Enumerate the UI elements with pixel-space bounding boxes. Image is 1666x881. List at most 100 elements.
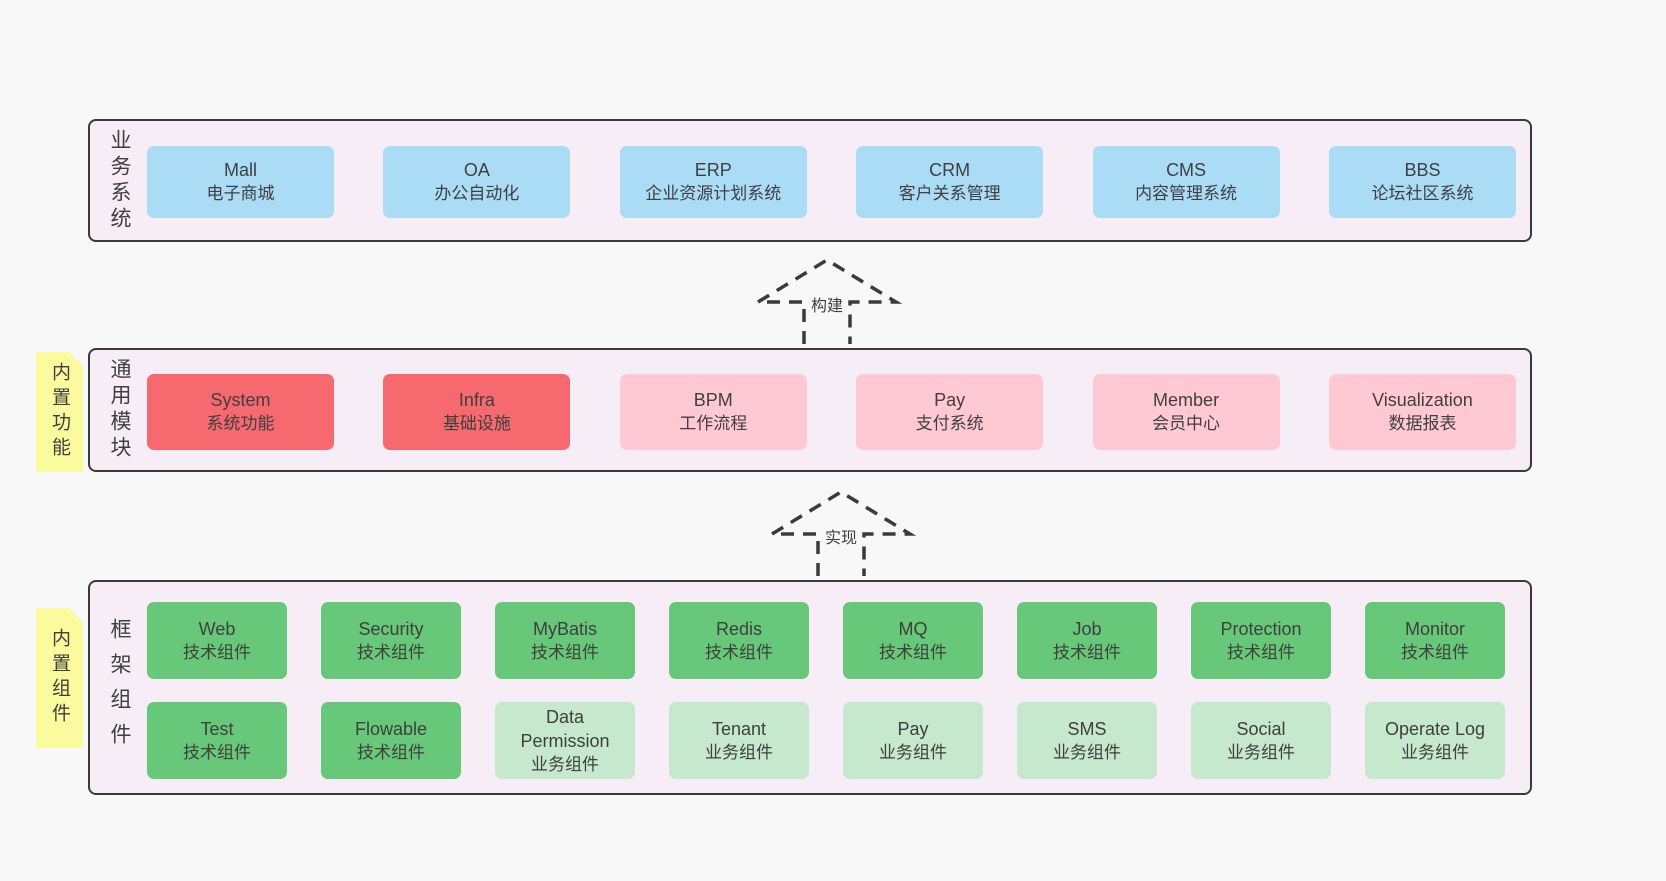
framework-components-layer: 框架组件 Web 技术组件 Security 技术组件 MyBatis 技术组件… xyxy=(88,580,1532,795)
box-name: Flowable xyxy=(354,718,428,739)
box-protection: Protection 技术组件 xyxy=(1191,602,1331,679)
business-systems-layer: 业务系统 Mall 电子商城 OA 办公自动化 ERP 企业资源计划系统 CRM… xyxy=(88,119,1532,242)
box-oa: OA 办公自动化 xyxy=(383,146,571,218)
box-name: Infra xyxy=(458,390,495,410)
box-job: Job 技术组件 xyxy=(1017,602,1157,679)
box-desc: 技术组件 xyxy=(531,642,599,662)
box-test: Test 技术组件 xyxy=(147,702,287,779)
box-operate-log: Operate Log 业务组件 xyxy=(1365,702,1505,779)
box-pay-module: Pay 支付系统 xyxy=(856,374,1044,450)
implement-arrow: 实现 xyxy=(766,486,916,576)
box-name: BPM xyxy=(693,390,733,410)
framework-components-row1: Web 技术组件 Security 技术组件 MyBatis 技术组件 Redi… xyxy=(147,602,1505,679)
box-cms: CMS 内容管理系统 xyxy=(1092,146,1280,218)
box-desc: 技术组件 xyxy=(1227,642,1295,662)
box-pay-component: Pay 业务组件 xyxy=(843,702,983,779)
box-desc: 技术组件 xyxy=(879,642,947,662)
built-in-components-sticky: 内置组件 xyxy=(36,608,83,748)
box-name: Monitor xyxy=(1404,618,1466,639)
box-desc: 技术组件 xyxy=(1053,642,1121,662)
box-name: OA xyxy=(463,160,490,180)
box-desc: 工作流程 xyxy=(679,414,748,433)
box-mall: Mall 电子商城 xyxy=(147,146,334,218)
common-modules-row: System 系统功能 Infra 基础设施 BPM 工作流程 Pay 支付系统… xyxy=(147,374,1516,450)
box-desc: 企业资源计划系统 xyxy=(645,184,782,203)
common-modules-label: 通用模块 xyxy=(108,358,131,462)
box-desc: 业务组件 xyxy=(531,754,599,774)
box-desc: 业务组件 xyxy=(705,742,773,762)
box-desc: 电子商城 xyxy=(206,184,275,203)
dashed-up-arrow-icon xyxy=(752,257,902,344)
box-name: Job xyxy=(1072,618,1102,639)
built-in-features-sticky: 内置功能 xyxy=(36,352,83,472)
box-name: Operate Log xyxy=(1384,718,1486,739)
box-member: Member 会员中心 xyxy=(1092,374,1280,450)
box-mq: MQ 技术组件 xyxy=(843,602,983,679)
implement-arrow-label: 实现 xyxy=(821,522,861,549)
box-name: Protection xyxy=(1220,618,1302,639)
build-arrow: 构建 xyxy=(752,254,902,344)
box-name: Tenant xyxy=(711,718,767,739)
box-desc: 技术组件 xyxy=(1401,642,1469,662)
box-desc: 技术组件 xyxy=(183,742,251,762)
dashed-up-arrow-icon xyxy=(766,489,916,576)
box-erp: ERP 企业资源计划系统 xyxy=(619,146,807,218)
box-crm: CRM 客户关系管理 xyxy=(856,146,1044,218)
box-desc: 业务组件 xyxy=(879,742,947,762)
box-name: Mall xyxy=(223,160,257,180)
box-tenant: Tenant 业务组件 xyxy=(669,702,809,779)
framework-components-row2: Test 技术组件 Flowable 技术组件 Data Permission … xyxy=(147,702,1505,779)
box-security: Security 技术组件 xyxy=(321,602,461,679)
box-desc: 会员中心 xyxy=(1152,414,1221,433)
box-desc: 客户关系管理 xyxy=(898,184,1001,203)
business-systems-label: 业务系统 xyxy=(108,128,131,233)
box-name: Pay xyxy=(897,718,929,739)
box-infra: Infra 基础设施 xyxy=(383,374,571,450)
box-sms: SMS 业务组件 xyxy=(1017,702,1157,779)
box-bbs: BBS 论坛社区系统 xyxy=(1328,146,1516,218)
box-name: MyBatis xyxy=(532,618,597,639)
box-desc: 支付系统 xyxy=(915,414,984,433)
box-desc: 技术组件 xyxy=(357,642,425,662)
box-name: CRM xyxy=(929,160,971,180)
box-name: System xyxy=(210,390,271,410)
sticky-label: 内置组件 xyxy=(49,628,70,728)
box-desc: 业务组件 xyxy=(1053,742,1121,762)
box-name: Pay xyxy=(934,390,966,410)
box-desc: 办公自动化 xyxy=(434,184,520,203)
box-name: Data Permission xyxy=(520,706,610,751)
box-desc: 论坛社区系统 xyxy=(1371,184,1474,203)
build-arrow-label: 构建 xyxy=(807,290,847,317)
box-name: Test xyxy=(200,718,234,739)
box-social: Social 业务组件 xyxy=(1191,702,1331,779)
box-desc: 技术组件 xyxy=(183,642,251,662)
box-desc: 技术组件 xyxy=(357,742,425,762)
box-data-permission: Data Permission 业务组件 xyxy=(495,702,635,779)
box-name: Social xyxy=(1236,718,1286,739)
box-name: ERP xyxy=(694,160,732,180)
business-systems-row: Mall 电子商城 OA 办公自动化 ERP 企业资源计划系统 CRM 客户关系… xyxy=(147,146,1516,218)
box-visualization: Visualization 数据报表 xyxy=(1328,374,1516,450)
box-system: System 系统功能 xyxy=(147,374,334,450)
common-modules-layer: 通用模块 System 系统功能 Infra 基础设施 BPM 工作流程 Pay… xyxy=(88,348,1532,472)
box-mybatis: MyBatis 技术组件 xyxy=(495,602,635,679)
box-bpm: BPM 工作流程 xyxy=(619,374,807,450)
sticky-label: 内置功能 xyxy=(49,362,70,462)
box-name: Member xyxy=(1153,390,1220,410)
framework-components-label: 框架组件 xyxy=(108,617,131,758)
box-name: Security xyxy=(358,618,424,639)
box-desc: 基础设施 xyxy=(442,414,511,433)
box-name: Redis xyxy=(715,618,763,639)
box-redis: Redis 技术组件 xyxy=(669,602,809,679)
box-flowable: Flowable 技术组件 xyxy=(321,702,461,779)
box-name: MQ xyxy=(898,618,928,639)
box-name: BBS xyxy=(1404,160,1441,180)
box-monitor: Monitor 技术组件 xyxy=(1365,602,1505,679)
box-name: Web xyxy=(198,618,236,639)
box-desc: 数据报表 xyxy=(1388,414,1457,433)
box-name: SMS xyxy=(1067,718,1107,739)
box-desc: 内容管理系统 xyxy=(1135,184,1238,203)
box-web: Web 技术组件 xyxy=(147,602,287,679)
box-desc: 系统功能 xyxy=(206,414,275,433)
